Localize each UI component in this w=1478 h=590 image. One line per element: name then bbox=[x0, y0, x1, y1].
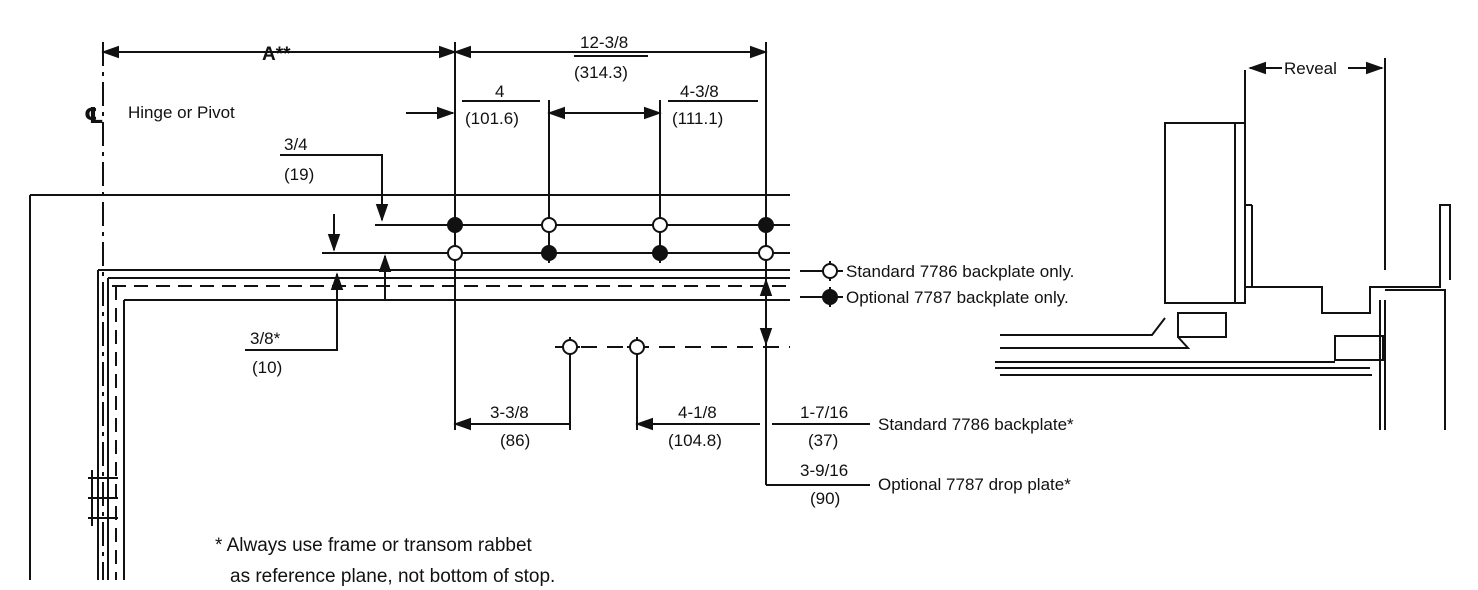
hole-standard-lower-2 bbox=[627, 337, 647, 357]
hole-standard-top-2 bbox=[539, 215, 559, 235]
dim-4-metric: (101.6) bbox=[465, 109, 519, 128]
hole-standard-bottom-1 bbox=[445, 243, 465, 263]
dim-3-4-metric: (19) bbox=[284, 165, 314, 184]
dim-1-7-16-metric: (37) bbox=[808, 431, 838, 450]
hole-standard-lower-1 bbox=[560, 337, 580, 357]
section-view bbox=[995, 58, 1451, 430]
dim-3-9-16-fraction: 3-9/16 bbox=[800, 461, 848, 480]
hinge-icon bbox=[88, 470, 118, 526]
centerline-label: Hinge or Pivot bbox=[128, 103, 235, 122]
dim-3-8-fraction: 3/8* bbox=[250, 329, 281, 348]
legend-optional-icon bbox=[817, 287, 843, 307]
hole-markers bbox=[445, 215, 843, 357]
hole-standard-top-3 bbox=[650, 215, 670, 235]
dim-4-1-8-metric: (104.8) bbox=[668, 431, 722, 450]
legend-standard-label: Standard 7786 backplate only. bbox=[846, 262, 1074, 281]
hole-optional-bottom-3 bbox=[650, 243, 670, 263]
frame-outline bbox=[29, 194, 790, 580]
hole-optional-top-4 bbox=[756, 215, 776, 235]
dim-3-3-8-fraction: 3-3/8 bbox=[490, 403, 529, 422]
dim-4-1-8-fraction: 4-1/8 bbox=[678, 403, 717, 422]
dim-4-3-8-metric: (111.1) bbox=[672, 109, 723, 128]
hole-optional-top-1 bbox=[445, 215, 465, 235]
hole-optional-bottom-2 bbox=[539, 243, 559, 263]
dim-overall-fraction: 12-3/8 bbox=[580, 33, 628, 52]
reveal-label: Reveal bbox=[1284, 59, 1337, 78]
hole-standard-bottom-4 bbox=[756, 243, 776, 263]
dim-overall-metric: (314.3) bbox=[574, 63, 628, 82]
footnote-line-1: * Always use frame or transom rabbet bbox=[215, 535, 533, 556]
dim-4-3-8-fraction: 4-3/8 bbox=[680, 82, 719, 101]
closer-body bbox=[1164, 122, 1246, 304]
centerline-symbol: ℄ bbox=[84, 103, 104, 128]
drop-plate-block bbox=[1177, 312, 1227, 338]
dimension-a-label: A** bbox=[262, 44, 291, 65]
standard-backplate-label: Standard 7786 backplate* bbox=[878, 415, 1074, 434]
dim-3-9-16-metric: (90) bbox=[810, 489, 840, 508]
legend-standard-icon bbox=[817, 261, 843, 281]
dim-3-4-fraction: 3/4 bbox=[284, 135, 308, 154]
dim-4-fraction: 4 bbox=[495, 82, 504, 101]
arm-block bbox=[1334, 335, 1384, 361]
legend-optional-label: Optional 7787 backplate only. bbox=[846, 288, 1069, 307]
labels: A** ℄ Hinge or Pivot 12-3/8 (314.3) 4 (1… bbox=[84, 33, 1337, 587]
dim-1-7-16-fraction: 1-7/16 bbox=[800, 403, 848, 422]
footnote-line-2: as reference plane, not bottom of stop. bbox=[230, 566, 555, 587]
optional-drop-plate-label: Optional 7787 drop plate* bbox=[878, 475, 1071, 494]
dim-3-8-metric: (10) bbox=[252, 358, 282, 377]
dim-3-3-8-metric: (86) bbox=[500, 431, 530, 450]
